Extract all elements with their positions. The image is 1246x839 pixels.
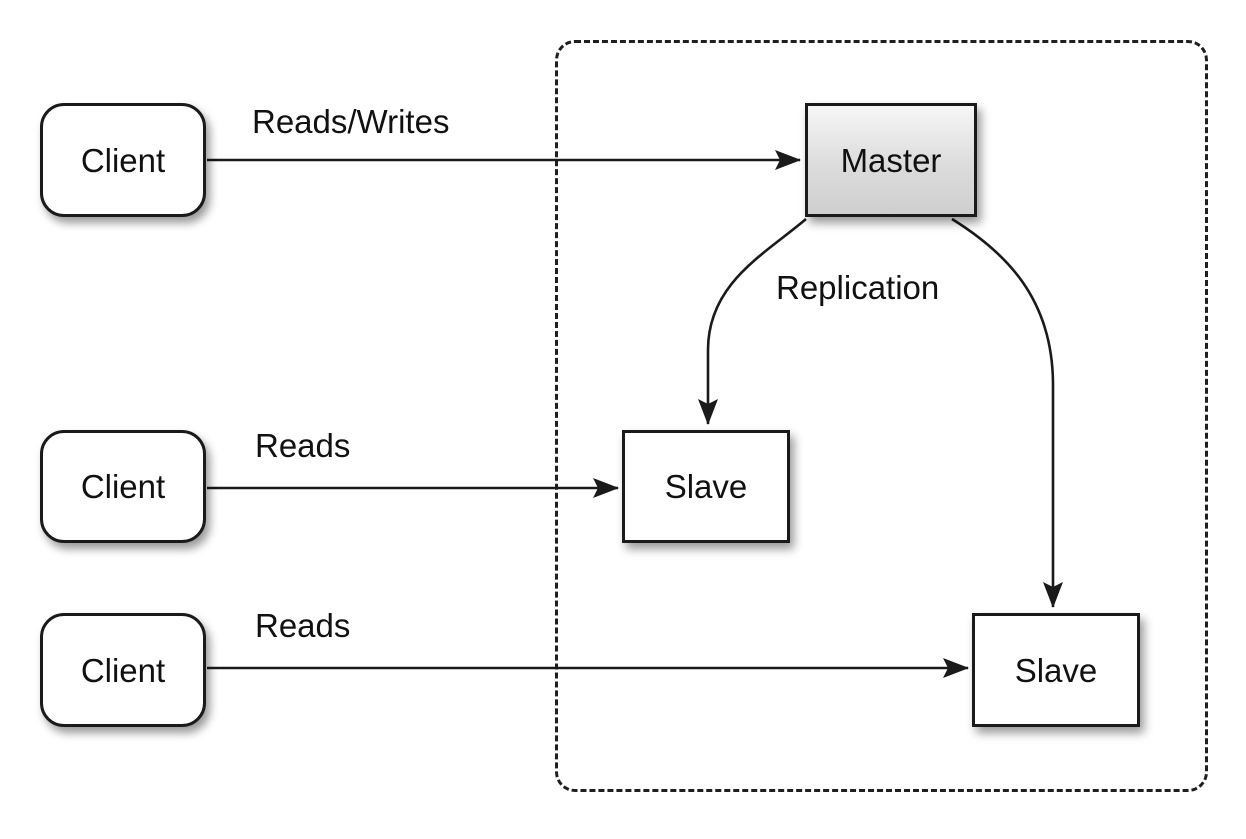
master-node: Master xyxy=(805,103,977,217)
edge-label-replication: Replication xyxy=(776,269,940,306)
client-node-2-label: Client xyxy=(80,468,166,505)
client-node-3: Client xyxy=(40,613,206,727)
client-node-1: Client xyxy=(40,103,206,217)
master-node-label: Master xyxy=(840,141,942,179)
slave-node-2-label: Slave xyxy=(1014,651,1098,689)
slave-node-1-label: Slave xyxy=(664,468,748,505)
client-node-3-label: Client xyxy=(80,651,166,689)
replication-group-boundary xyxy=(555,40,1208,792)
slave-node-1: Slave xyxy=(622,430,790,543)
edge-label-reads-middle: Reads xyxy=(255,427,351,464)
client-node-2: Client xyxy=(40,430,206,543)
client-node-1-label: Client xyxy=(80,141,166,179)
edge-label-reads-writes: Reads/Writes xyxy=(252,103,450,140)
slave-node-2: Slave xyxy=(972,613,1140,727)
edge-label-reads-bottom: Reads xyxy=(255,607,351,644)
